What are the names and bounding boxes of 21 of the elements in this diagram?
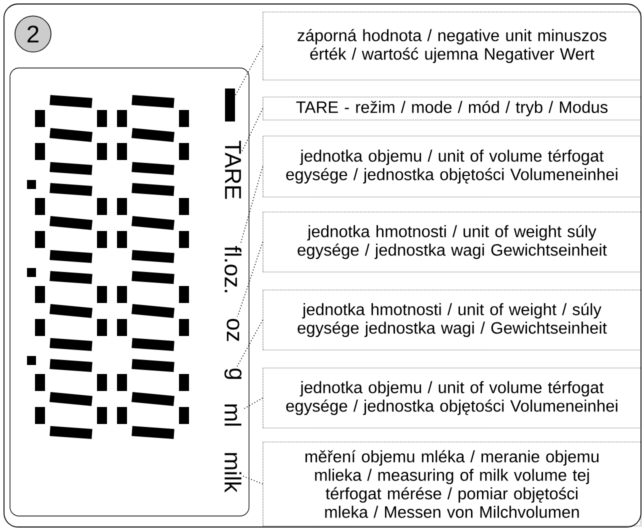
callout-box: jednotka objemu / unit of volume térfogat egysége / jednostka objętości Volumeneinhei <box>262 136 642 198</box>
unit-indicator: g <box>224 368 242 379</box>
callout-box: jednotka hmotnosti / unit of weight / súly egysége jednostka wagi / Gewichtseinheit <box>262 290 642 350</box>
unit-indicator: oz <box>226 318 240 341</box>
minus-indicator <box>225 88 235 122</box>
number-badge: 2 <box>14 16 52 52</box>
unit-indicator: ml <box>224 404 242 426</box>
callout-box: měření objemu mléka / meranie objemu mlieka / measuring of milk volume tej térfogat mérése / pomiar objętości mleka / Messen von Milchvolumen <box>262 442 642 526</box>
callout-box: záporná hodnota / negative unit minuszos érték / wartość ujemna Negativer Wert <box>262 12 642 80</box>
unit-indicator: TARE <box>225 140 241 199</box>
callout-box: TARE - režim / mode / mód / tryb / Modus <box>262 96 642 120</box>
leader-line <box>242 475 264 484</box>
leader-line <box>242 398 264 410</box>
unit-indicator: milk <box>224 453 242 492</box>
leader-line <box>234 46 264 96</box>
unit-indicator: fl.oz. <box>224 246 242 292</box>
leader-line <box>240 166 264 245</box>
callout-box: jednotka hmotnosti / unit of weight súly egysége / jednostka wagi Gewichtseinheit <box>262 212 642 272</box>
leader-line <box>237 242 264 318</box>
leader-line <box>242 108 264 152</box>
callout-box: jednotka objemu / unit of volume térfogat egysége / jednostka objętości Volumeneinhei <box>262 368 642 428</box>
